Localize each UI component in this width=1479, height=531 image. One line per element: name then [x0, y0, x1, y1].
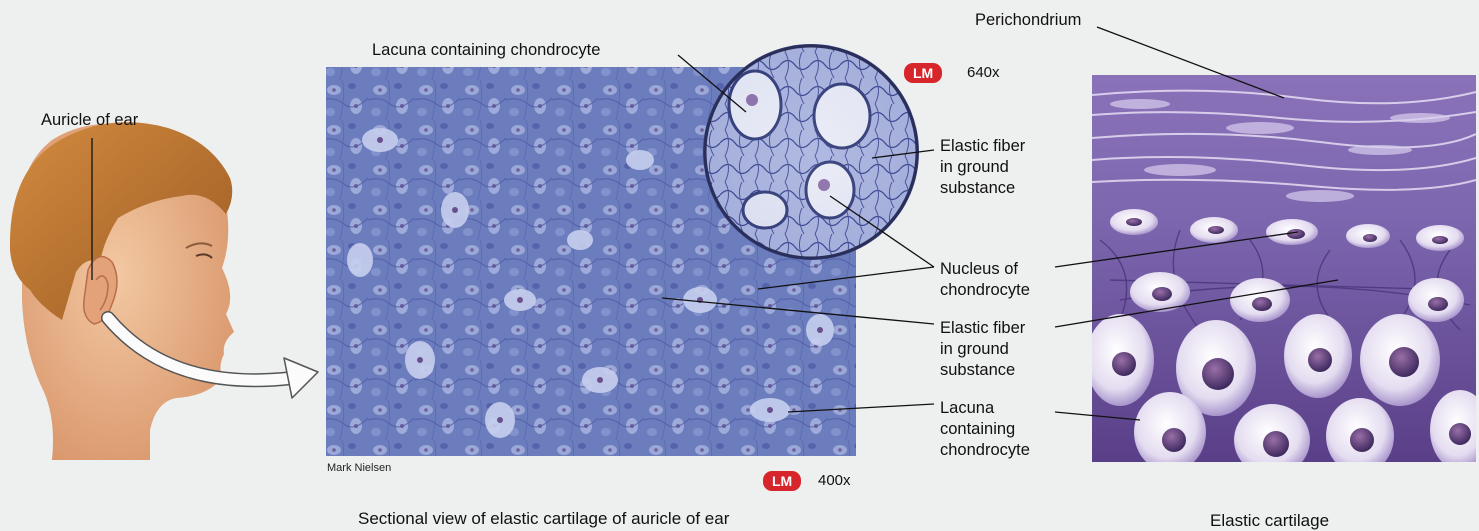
label-line: containing [940, 419, 1030, 440]
label-line: chondrocyte [940, 440, 1030, 461]
label-perichondrium: Perichondrium [975, 10, 1081, 31]
label-line: substance [940, 360, 1025, 381]
head-illustration [10, 122, 234, 460]
label-line: Lacuna [940, 398, 1030, 419]
caption-micrograph: Sectional view of elastic cartilage of a… [358, 509, 729, 529]
magnification-inset: 640x [967, 64, 1000, 81]
label-line: Elastic fiber [940, 318, 1025, 339]
label-lacuna-top: Lacuna containing chondrocyte [372, 40, 600, 61]
photo-credit: Mark Nielsen [327, 462, 391, 474]
label-line: in ground [940, 339, 1025, 360]
lm-badge-main: LM [763, 471, 801, 491]
label-auricle-of-ear: Auricle of ear [41, 110, 138, 131]
label-elastic-fiber-top: Elastic fiber in ground substance [940, 136, 1025, 199]
elastic-cartilage-illustration [1086, 75, 1479, 476]
caption-illustration: Elastic cartilage [1210, 511, 1329, 531]
label-nucleus-of-chondrocyte: Nucleus of chondrocyte [940, 259, 1030, 301]
label-lacuna-bottom: Lacuna containing chondrocyte [940, 398, 1030, 461]
label-line: in ground [940, 157, 1025, 178]
label-line: chondrocyte [940, 280, 1030, 301]
label-line: substance [940, 178, 1025, 199]
label-elastic-fiber-mid: Elastic fiber in ground substance [940, 318, 1025, 381]
label-line: Nucleus of [940, 259, 1030, 280]
magnification-main: 400x [818, 472, 851, 489]
label-line: Elastic fiber [940, 136, 1025, 157]
lm-badge-inset: LM [904, 63, 942, 83]
